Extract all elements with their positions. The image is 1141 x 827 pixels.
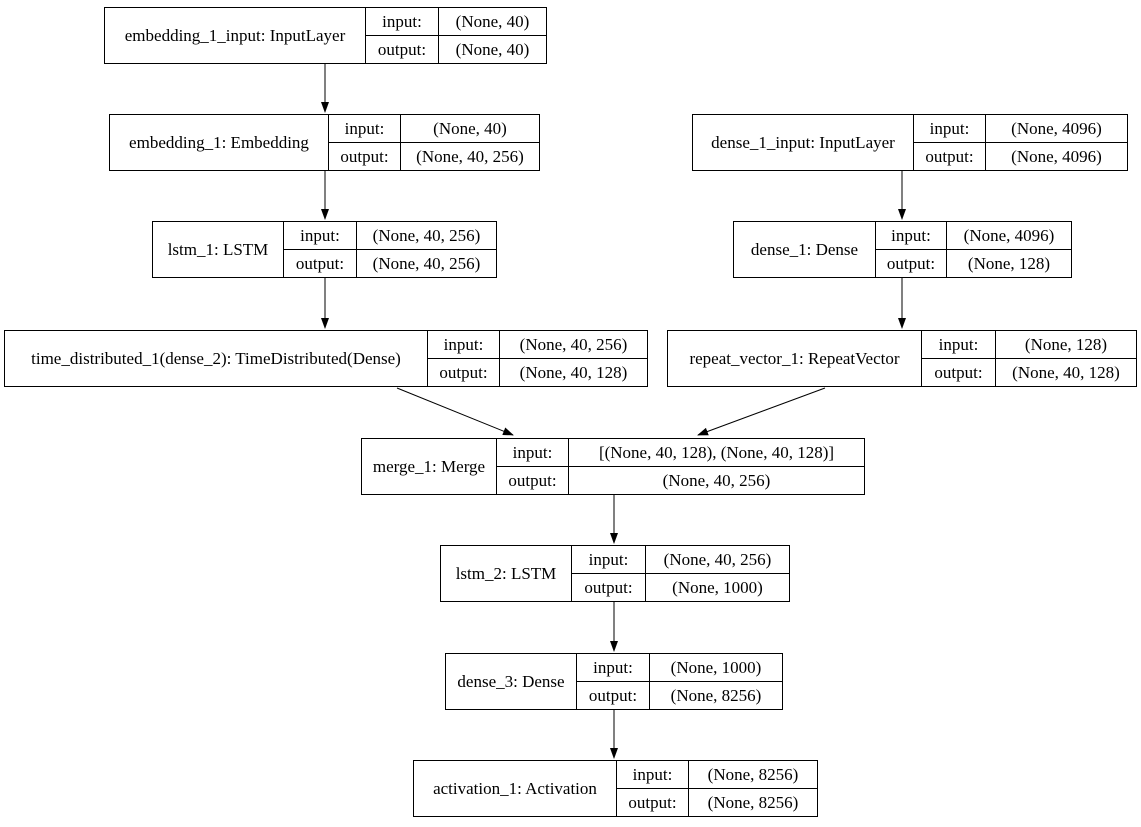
input-label: input: (512, 442, 553, 462)
output-shape: (None, 8256) (689, 788, 817, 816)
output-shape: (None, 4096) (986, 142, 1127, 170)
layer-name: lstm_1: LSTM (153, 222, 284, 277)
input-shape: (None, 8256) (707, 764, 799, 784)
output-shape: (None, 128) (947, 249, 1071, 277)
input-label: input: (382, 11, 422, 31)
input-shape: (None, 40) (455, 11, 530, 31)
output-shape: (None, 40, 256) (401, 142, 539, 170)
output-shape: (None, 40, 128) (996, 358, 1136, 386)
input-label: input: (443, 334, 484, 354)
input-label: input: (300, 225, 340, 245)
layer-node-merge-1: merge_1: Merge input: output: [(None, 40… (361, 438, 865, 495)
layer-node-dense-1-input: dense_1_input: InputLayer input: output:… (692, 114, 1128, 171)
input-label: input: (929, 118, 970, 138)
input-shape: (None, 4096) (1011, 118, 1102, 138)
input-shape: (None, 40) (433, 118, 507, 138)
output-label: output: (876, 249, 946, 277)
output-shape: (None, 40, 256) (569, 466, 864, 494)
input-shape: (None, 40, 256) (372, 225, 481, 245)
layer-node-time-distributed-1: time_distributed_1(dense_2): TimeDistrib… (4, 330, 648, 387)
input-label: input: (344, 118, 385, 138)
layer-node-embedding-1: embedding_1: Embedding input: output: (N… (109, 114, 540, 171)
input-shape: (None, 128) (1024, 334, 1108, 354)
input-shape: (None, 40, 256) (519, 334, 628, 354)
output-label: output: (428, 358, 499, 386)
layer-node-lstm-2: lstm_2: LSTM input: output: (None, 40, 2… (440, 545, 790, 602)
input-shape: (None, 40, 256) (663, 549, 772, 569)
layer-name: dense_1_input: InputLayer (693, 115, 914, 170)
layer-node-dense-1: dense_1: Dense input: output: (None, 409… (733, 221, 1072, 278)
output-label: output: (577, 681, 649, 709)
edge-repeat-vector-1-to-merge-1 (697, 387, 826, 436)
output-label: output: (329, 142, 400, 170)
input-label: input: (588, 549, 629, 569)
input-shape: [(None, 40, 128), (None, 40, 128)] (598, 442, 835, 462)
output-shape: (None, 1000) (646, 573, 789, 601)
input-shape: (None, 1000) (670, 657, 762, 677)
edge-time-distributed-1-to-merge-1 (396, 387, 514, 436)
input-label: input: (632, 764, 673, 784)
layer-name: embedding_1_input: InputLayer (105, 8, 366, 63)
output-shape: (None, 40) (439, 35, 546, 63)
output-label: output: (617, 788, 688, 816)
output-label: output: (914, 142, 985, 170)
input-label: input: (593, 657, 633, 677)
layer-node-lstm-1: lstm_1: LSTM input: output: (None, 40, 2… (152, 221, 497, 278)
output-shape: (None, 40, 128) (500, 358, 647, 386)
input-shape: (None, 4096) (963, 225, 1055, 245)
layer-node-embedding-1-input: embedding_1_input: InputLayer input: out… (104, 7, 547, 64)
layer-node-activation-1: activation_1: Activation input: output: … (413, 760, 818, 817)
layer-name: repeat_vector_1: RepeatVector (668, 331, 922, 386)
layer-node-dense-3: dense_3: Dense input: output: (None, 100… (445, 653, 783, 710)
layer-name: embedding_1: Embedding (110, 115, 329, 170)
layer-name: dense_3: Dense (446, 654, 577, 709)
layer-name: dense_1: Dense (734, 222, 876, 277)
output-label: output: (284, 249, 356, 277)
layer-name: time_distributed_1(dense_2): TimeDistrib… (5, 331, 428, 386)
output-label: output: (572, 573, 645, 601)
input-label: input: (938, 334, 979, 354)
layer-name: lstm_2: LSTM (441, 546, 572, 601)
layer-name: activation_1: Activation (414, 761, 617, 816)
output-shape: (None, 40, 256) (357, 249, 496, 277)
layer-name: merge_1: Merge (362, 439, 497, 494)
output-shape: (None, 8256) (650, 681, 782, 709)
input-label: input: (891, 225, 931, 245)
output-label: output: (922, 358, 995, 386)
output-label: output: (366, 35, 438, 63)
output-label: output: (497, 466, 568, 494)
layer-node-repeat-vector-1: repeat_vector_1: RepeatVector input: out… (667, 330, 1137, 387)
